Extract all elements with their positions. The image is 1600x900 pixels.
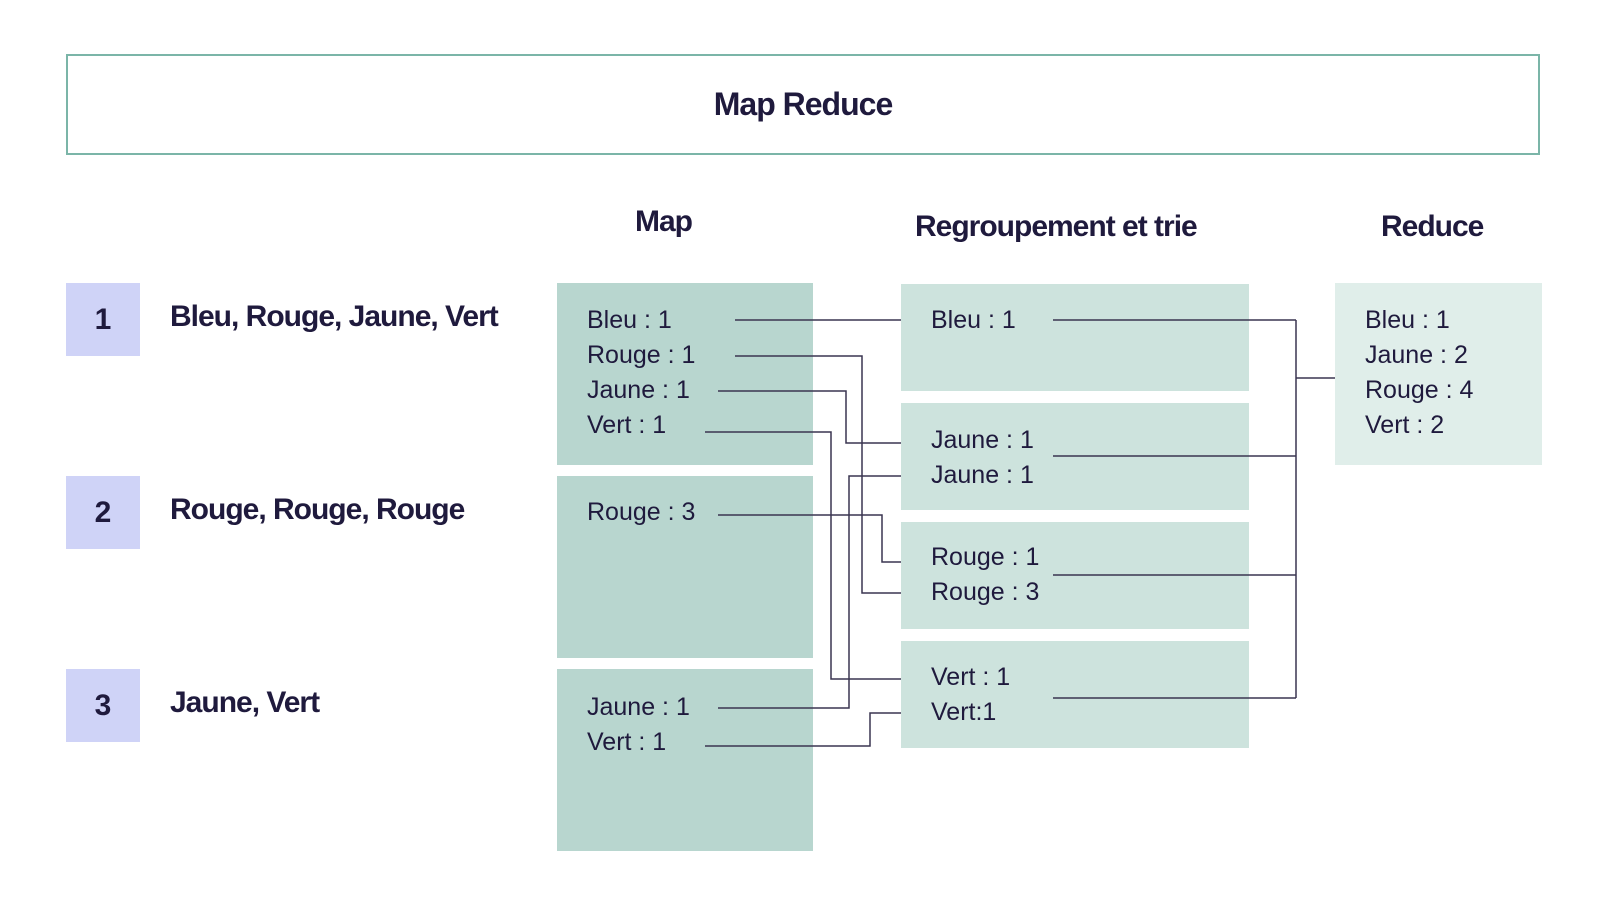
diagram-title: Map Reduce xyxy=(713,86,893,122)
map-item: Jaune : 1 xyxy=(587,693,690,721)
reduce-header: Reduce xyxy=(1381,210,1484,243)
input-number-3: 3 xyxy=(66,669,140,742)
group-item: Bleu : 1 xyxy=(931,306,1016,334)
map-item: Bleu : 1 xyxy=(587,306,672,334)
map-box-1: Bleu : 1 Rouge : 1 Jaune : 1 Vert : 1 xyxy=(557,283,813,465)
reduce-item: Rouge : 4 xyxy=(1365,376,1474,404)
map-item: Jaune : 1 xyxy=(587,376,690,404)
map-item: Vert : 1 xyxy=(587,411,667,439)
map-item: Rouge : 3 xyxy=(587,498,696,526)
group-item: Vert:1 xyxy=(931,698,997,726)
input-number-1: 1 xyxy=(66,283,140,356)
group-header: Regroupement et trie xyxy=(915,210,1198,243)
group-item: Rouge : 3 xyxy=(931,578,1040,606)
connector-jaune-1 xyxy=(718,390,901,444)
group-item: Jaune : 1 xyxy=(931,461,1034,489)
map-box-2: Rouge : 3 xyxy=(557,476,813,658)
title-box: Map Reduce xyxy=(66,54,1540,155)
map-header: Map xyxy=(635,205,693,238)
input-text-3: Jaune, Vert xyxy=(170,686,320,719)
reduce-item: Bleu : 1 xyxy=(1365,306,1450,334)
connector-rouge-1 xyxy=(735,355,901,594)
group-box-bleu: Bleu : 1 xyxy=(901,284,1249,391)
input-number-2: 2 xyxy=(66,476,140,549)
reduce-box: Bleu : 1 Jaune : 2 Rouge : 4 Vert : 2 xyxy=(1335,283,1542,465)
connector-jaune-3 xyxy=(718,475,901,709)
map-item: Rouge : 1 xyxy=(587,341,696,369)
connector-vert-1 xyxy=(705,431,901,680)
group-item: Vert : 1 xyxy=(931,663,1011,691)
input-text-2: Rouge, Rouge, Rouge xyxy=(170,493,465,526)
group-item: Rouge : 1 xyxy=(931,543,1040,571)
input-text-1: Bleu, Rouge, Jaune, Vert xyxy=(170,300,499,333)
connector-rouge-3 xyxy=(718,514,901,563)
group-box-vert: Vert : 1 Vert:1 xyxy=(901,641,1249,748)
map-item: Vert : 1 xyxy=(587,728,667,756)
connector-vert-3 xyxy=(705,712,901,747)
map-box-3: Jaune : 1 Vert : 1 xyxy=(557,669,813,851)
group-item: Jaune : 1 xyxy=(931,426,1034,454)
reduce-item: Jaune : 2 xyxy=(1365,341,1468,369)
reduce-item: Vert : 2 xyxy=(1365,411,1445,439)
